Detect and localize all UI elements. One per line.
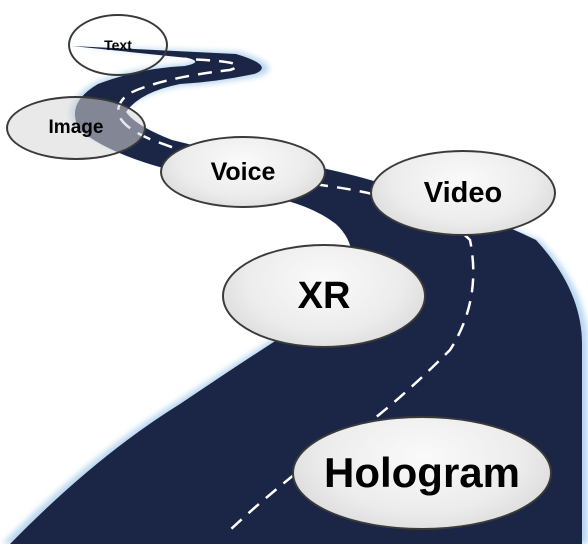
stage-hologram-label: Hologram	[323, 449, 520, 496]
stage-voice-bubble: Voice	[160, 136, 326, 208]
stage-xr-bubble: XR	[222, 244, 426, 348]
stage-video-bubble: Video	[370, 150, 556, 236]
stage-text-label: Text	[104, 37, 132, 53]
stage-image-bubble: Image	[6, 96, 146, 160]
stage-text-bubble: Text	[68, 14, 168, 76]
stage-voice-label: Voice	[210, 157, 276, 186]
stage-image-label: Image	[48, 117, 104, 138]
stage-hologram-bubble: Hologram	[292, 416, 552, 530]
stage-xr-label: XR	[297, 274, 351, 317]
stage-video-label: Video	[423, 176, 503, 209]
